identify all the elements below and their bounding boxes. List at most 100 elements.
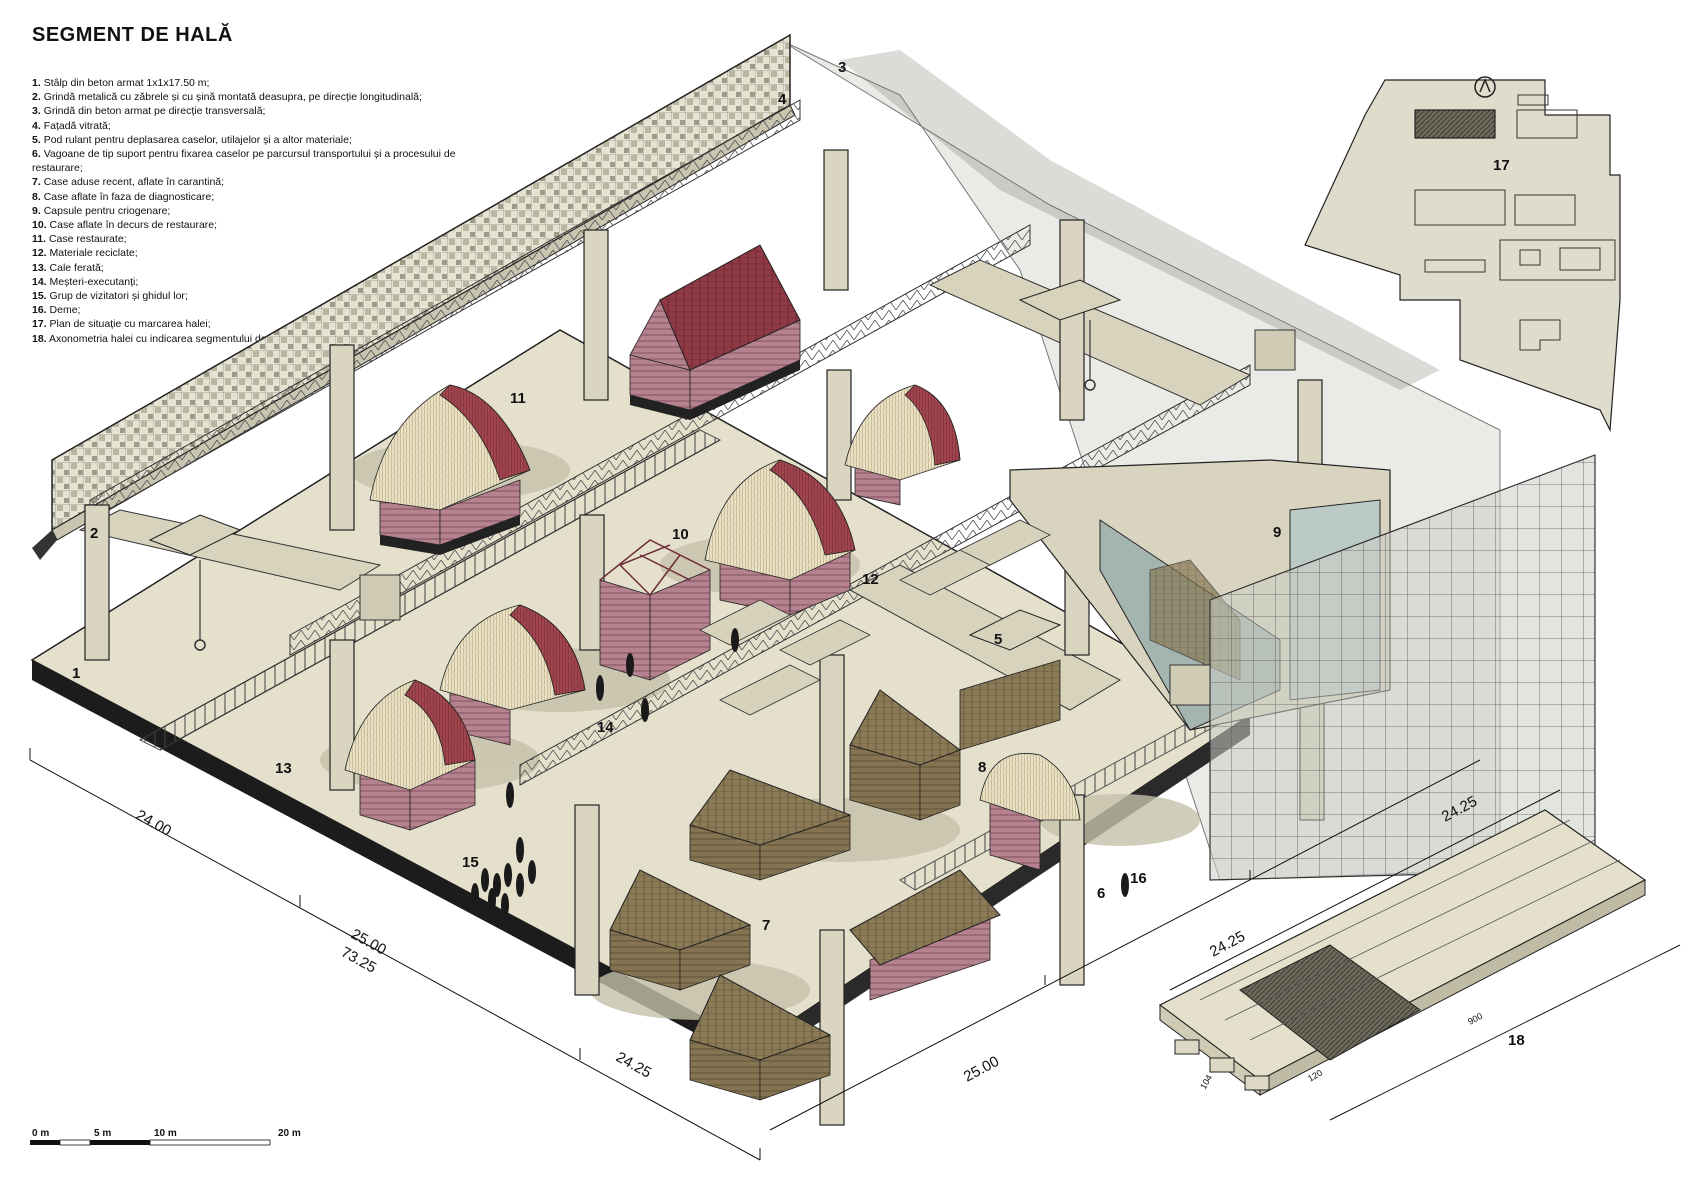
dimension-24-25: 24.25: [1207, 928, 1248, 961]
legend-item: 15. Grup de vizitatori și ghidul lor;: [32, 289, 502, 303]
legend-text: Deme;: [49, 304, 81, 317]
label-2: 2: [90, 525, 98, 542]
legend-text: Case restaurate;: [48, 233, 127, 246]
house-quarantine: [849, 869, 1001, 1001]
legend-number: 8.: [32, 190, 41, 203]
legend-item: 12. Materiale reciclate;: [32, 246, 502, 260]
legend-item: 9. Capsule pentru criogenare;: [32, 204, 502, 218]
legend-item: 7. Case aduse recent, aflate în carantin…: [32, 175, 502, 189]
legend-text: Stâlp din beton armat 1x1x17.50 m;: [43, 77, 210, 89]
house-red-shingle: [629, 244, 801, 420]
legend-text: Grindă metalică cu zăbrele și cu șină mo…: [43, 91, 422, 104]
legend-text: Fațadă vitrată;: [43, 119, 111, 132]
label-4: 4: [778, 91, 787, 108]
legend-text: Grup de vizitatori și ghidul lor;: [49, 290, 188, 303]
legend-number: 11.: [32, 233, 47, 246]
page-title: SEGMENT DE HALĂ: [32, 24, 233, 46]
gantry-crane: [1018, 279, 1296, 391]
label-9: 9: [1273, 524, 1281, 541]
legend-number: 9.: [32, 204, 41, 217]
legend-text: Case aduse recent, aflate în carantină;: [43, 176, 225, 189]
label-13: 13: [275, 760, 292, 777]
legend-text: Materiale reciclate;: [49, 247, 138, 260]
hall-axonometry: [1158, 809, 1647, 1096]
legend-text: Grindă din beton armat pe direcție trans…: [43, 105, 266, 118]
house-quarantine: [689, 974, 832, 1101]
legend-number: 2.: [32, 91, 41, 104]
dimension-lines: [29, 748, 1681, 1161]
label-14: 14: [597, 719, 614, 736]
label-15: 15: [462, 854, 479, 871]
legend-number: 18.: [32, 332, 47, 345]
house-in-restoration: [344, 679, 476, 831]
legend-number: 15.: [32, 290, 47, 303]
label-6: 6: [1097, 885, 1105, 902]
scale-label: 10 m: [154, 1128, 177, 1139]
legend-item: 11. Case restaurate;: [32, 232, 502, 246]
legend-item: 14. Meșteri-executanți;: [32, 275, 502, 289]
gantry-crane: [968, 609, 1211, 706]
legend-item: 16. Deme;: [32, 303, 502, 317]
label-7: 7: [762, 917, 770, 934]
legend-item: 1. Stâlp din beton armat 1x1x17.50 m;: [32, 76, 502, 90]
scale-label: 5 m: [94, 1128, 111, 1139]
legend-number: 14.: [32, 275, 47, 288]
dimension-25-00: 25.00: [961, 1053, 1002, 1086]
legend-number: 13.: [32, 261, 47, 274]
legend-item: 17. Plan de situație cu marcarea halei;: [32, 317, 502, 331]
legend-item: 5. Pod rulant pentru deplasarea caselor,…: [32, 133, 502, 147]
legend-text: Capsule pentru criogenare;: [43, 204, 171, 217]
dimension-104: 104: [1198, 1073, 1214, 1091]
house-restored: [369, 384, 531, 555]
scale-label: 0 m: [32, 1128, 49, 1139]
legend-text: Case aflate în faza de diagnosticare;: [43, 190, 215, 203]
legend-number: 7.: [32, 176, 41, 189]
house-quarantine: [689, 769, 852, 881]
legend-text: Vagoane de tip suport pentru fixarea cas…: [32, 148, 456, 175]
floor-slab-edge-left: [32, 660, 755, 1065]
scale-label: 20 m: [278, 1128, 301, 1139]
glass-roof-band: [840, 50, 1440, 390]
legend-number: 17.: [32, 318, 47, 331]
legend-number: 5.: [32, 133, 41, 146]
label-5: 5: [994, 631, 1002, 648]
house-quarantine: [609, 869, 752, 991]
legend-item: 2. Grindă metalică cu zăbrele și cu șină…: [32, 90, 502, 104]
people: [471, 628, 1129, 917]
dimension-24-00: 24.00: [133, 807, 174, 840]
house-in-restoration: [704, 459, 856, 616]
label-1: 1: [72, 665, 80, 682]
legend-number: 4.: [32, 119, 41, 132]
legend-item: 6. Vagoane de tip suport pentru fixarea …: [32, 147, 502, 175]
dimension-900: 900: [1466, 1011, 1484, 1027]
legend-number: 10.: [32, 219, 47, 232]
label-8: 8: [978, 759, 986, 776]
legend-number: 1.: [32, 77, 41, 89]
legend-item: 13. Cale ferată;: [32, 261, 502, 275]
legend-item: 8. Case aflate în faza de diagnosticare;: [32, 190, 502, 204]
legend-number: 16.: [32, 304, 47, 317]
legend-item: 10. Case aflate în decurs de restaurare;: [32, 218, 502, 232]
label-18: 18: [1508, 1032, 1525, 1049]
label-10: 10: [672, 526, 689, 543]
house-diagnosis: [849, 659, 1061, 821]
house-frame: [599, 539, 711, 681]
legend: 1. Stâlp din beton armat 1x1x17.50 m; 2.…: [32, 76, 502, 346]
legend-item: 3. Grindă din beton armat pe direcție tr…: [32, 104, 502, 118]
legend-item: 18. Axonometria halei cu indicarea segme…: [32, 332, 502, 346]
legend-text: Pod rulant pentru deplasarea caselor, ut…: [43, 133, 352, 146]
scale-bar: [30, 1139, 271, 1146]
legend-text: Axonometria halei cu indicarea segmentul…: [48, 332, 292, 345]
label-3: 3: [838, 59, 846, 76]
label-17: 17: [1493, 157, 1510, 174]
dimension-24-25: 24.25: [613, 1049, 654, 1082]
label-16: 16: [1130, 870, 1147, 887]
label-11: 11: [510, 390, 526, 407]
gantry-crane: [148, 514, 401, 651]
legend-item: 4. Fațadă vitrată;: [32, 119, 502, 133]
recycled-materials: [699, 519, 1051, 716]
house-diagnosis: [979, 753, 1081, 871]
label-12: 12: [862, 571, 879, 588]
legend-number: 12.: [32, 247, 47, 260]
